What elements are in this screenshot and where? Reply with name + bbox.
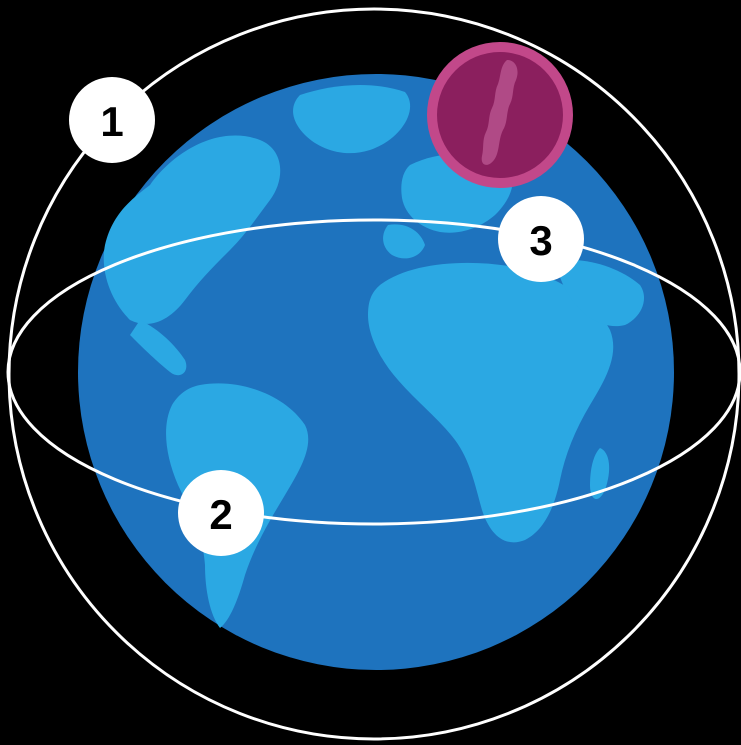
marker-3-label: 3 (529, 217, 552, 264)
marker-1: 1 (69, 77, 155, 163)
marker-2-label: 2 (209, 491, 232, 538)
marker-1-label: 1 (100, 98, 123, 145)
sweden-badge (427, 42, 573, 188)
marker-2: 2 (178, 470, 264, 556)
marker-3: 3 (498, 196, 584, 282)
